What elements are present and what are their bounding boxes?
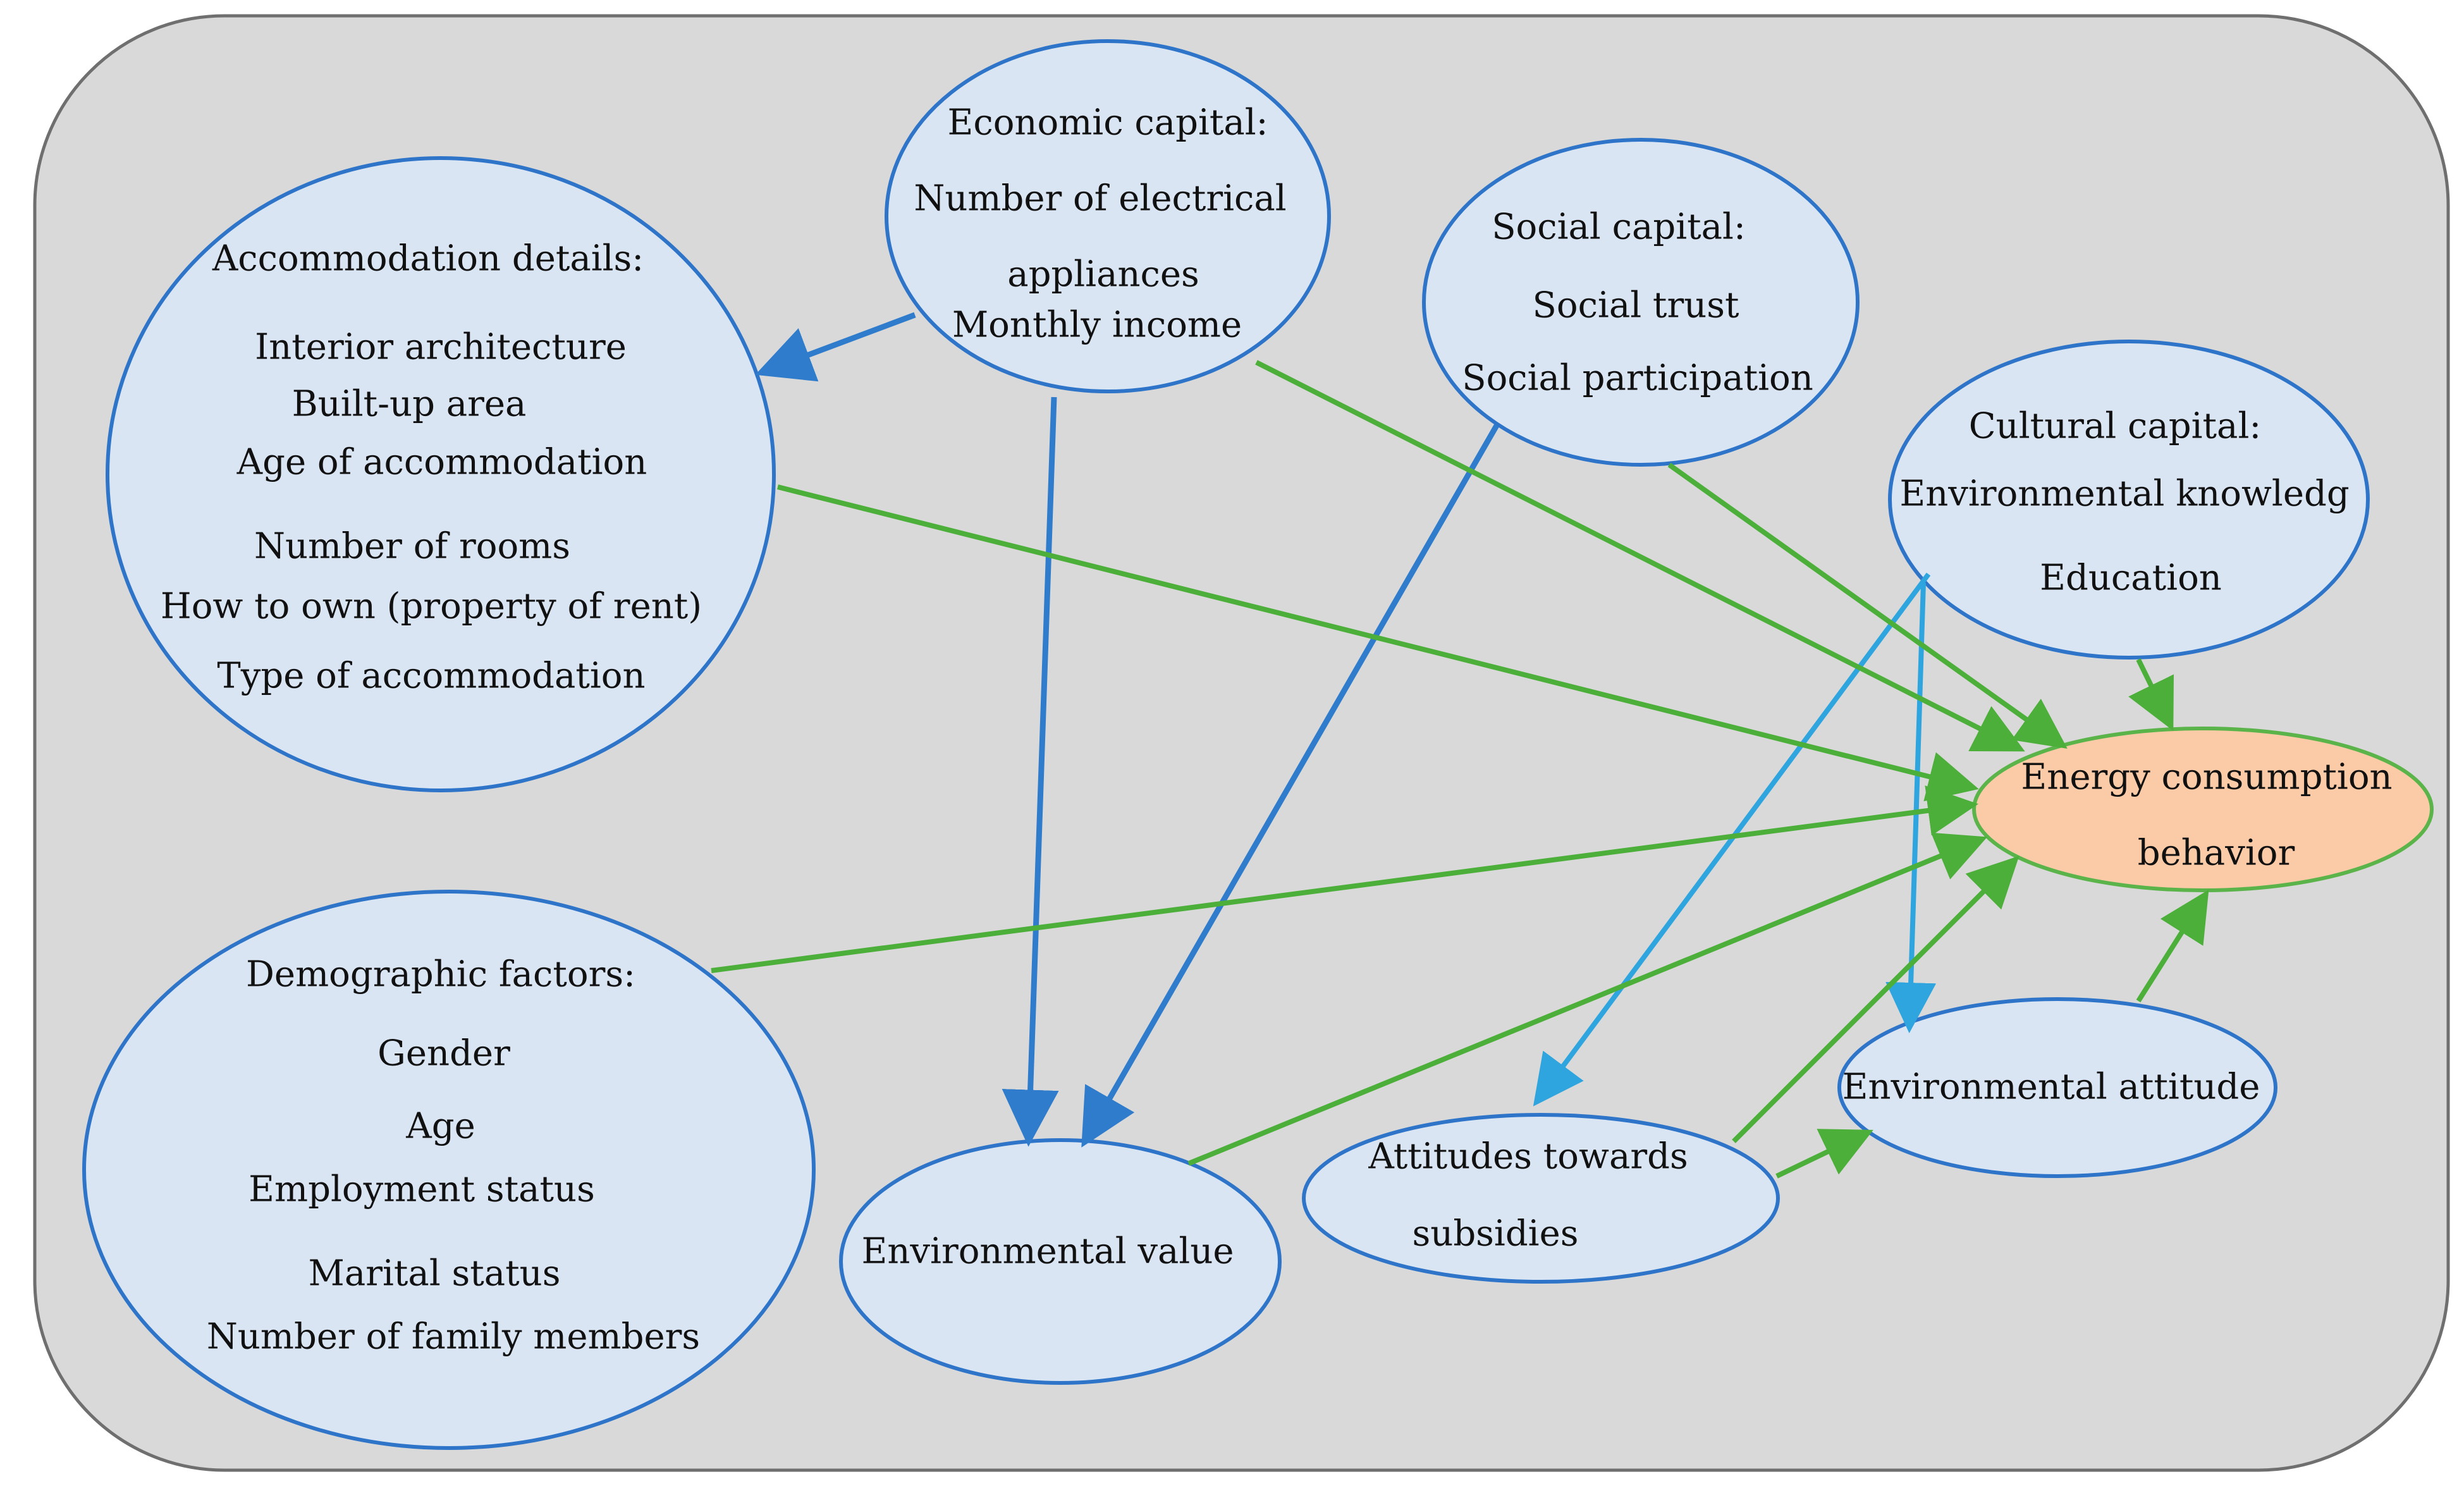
arrow-accommodation-to-energy [777,484,1979,802]
node-demographic-factors: Demographic factors: Gender Age Employme… [82,890,816,1450]
node-item: Environmental knowledg [1899,474,2349,515]
arrow-subsidies-to-environmental-attitude [1775,1129,1873,1179]
node-title: Cultural capital: [1969,406,2261,447]
node-environmental-value: Environmental value [839,1138,1282,1385]
node-item: How to own (property of rent) [161,586,702,627]
node-item: Built-up area [292,384,527,425]
arrow-subsidies-to-energy [1732,856,2020,1143]
arrow-cultural-to-environmental-attitude [1885,582,1937,1033]
node-item: Social trust [1532,285,1739,326]
node-item: Employment status [248,1169,595,1210]
node-label: Environmental value [861,1231,1234,1272]
node-item: Marital status [309,1253,561,1294]
node-item: Monthly income [952,305,1242,346]
arrow-environmental-value-to-energy [1187,832,1988,1166]
arrow-economic-to-accommodation [755,312,916,382]
node-item: Interior architecture [255,327,627,368]
node-label: Energy consumption [2021,757,2392,798]
node-title: Economic capital: [947,102,1268,144]
arrow-demographic-to-energy [711,785,1978,973]
node-environmental-attitude: Environmental attitude [1837,997,2277,1178]
node-economic-capital: Economic capital: Number of electrical a… [885,39,1331,393]
arrow-social-to-energy [1667,462,2068,749]
node-label: Attitudes towards [1368,1136,1688,1177]
arrow-cultural-to-energy [2128,658,2174,731]
node-item: Number of electrical [914,178,1286,219]
arrow-economic-to-environmental-value [1002,396,1059,1147]
node-label: behavior [2138,833,2295,874]
node-label: subsidies [1413,1213,1579,1255]
node-title: Demographic factors: [246,954,635,995]
arrow-environmental-attitude-to-energy [2136,889,2209,1003]
node-cultural-capital: Cultural capital: Environmental knowledg… [1888,340,2370,660]
node-accommodation: Accommodation details: Interior architec… [106,156,776,792]
node-social-capital: Social capital: Social trust Social part… [1422,138,1860,467]
node-energy-consumption-behavior: Energy consumption behavior [1972,727,2434,892]
node-title: Accommodation details: [212,238,644,279]
node-item: Age [405,1106,475,1147]
node-item: Social participation [1462,358,1813,399]
node-attitudes-towards-subsidies: Attitudes towards subsidies [1302,1113,1780,1284]
node-item: appliances [1007,254,1199,295]
arrow-economic-to-energy [1255,360,2025,752]
node-item: Number of rooms [254,526,570,567]
node-item: Number of family members [207,1317,700,1358]
node-item: Education [2040,558,2222,599]
node-title: Social capital: [1492,207,1746,248]
node-item: Gender [377,1033,510,1074]
arrows [711,312,2209,1179]
arrow-social-to-environmental-value [1081,424,1499,1148]
node-item: Type of accommodation [217,656,645,697]
node-item: Age of accommodation [236,442,647,483]
node-label: Environmental attitude [1842,1067,2260,1108]
